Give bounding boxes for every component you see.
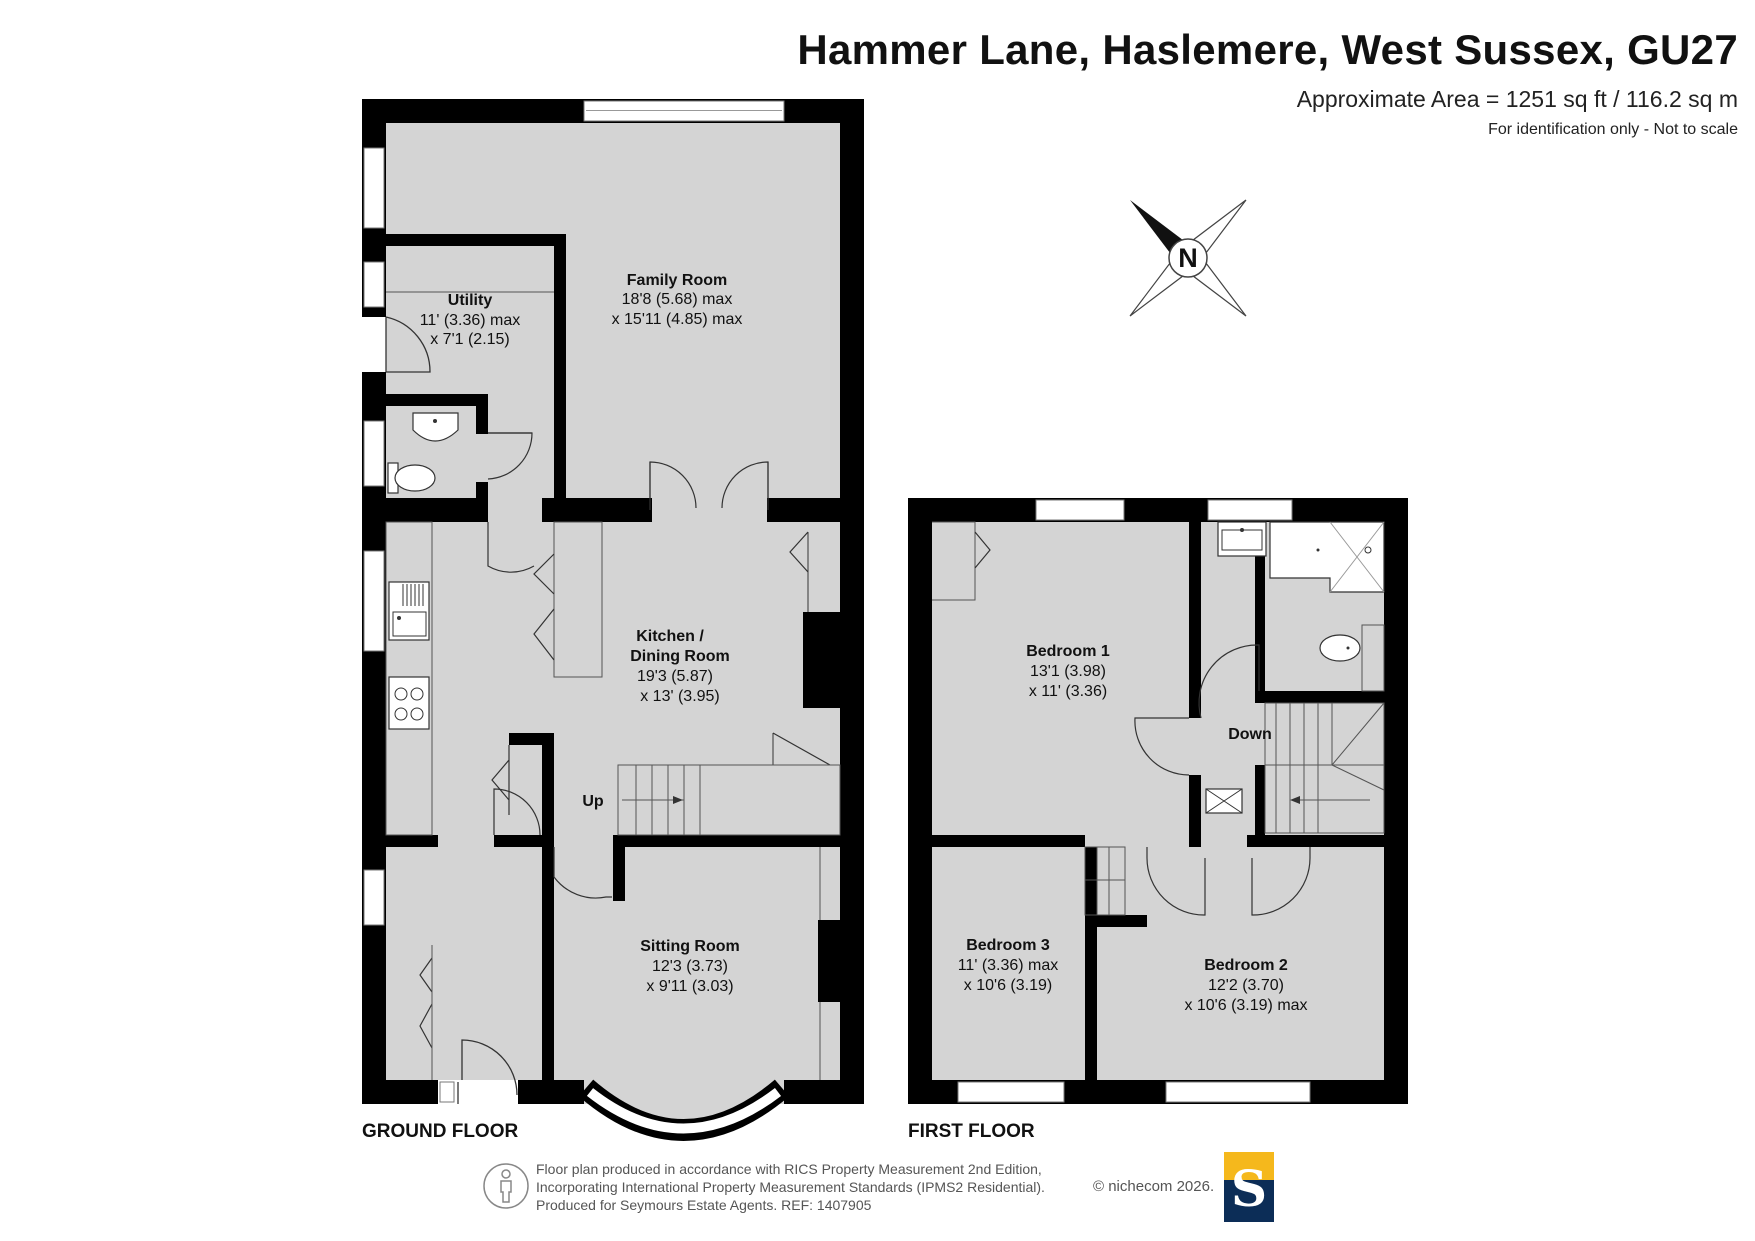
ground-floor-label: GROUND FLOOR <box>362 1121 518 1142</box>
window <box>363 869 385 926</box>
first-outer-walls <box>908 498 1408 1104</box>
window <box>363 420 385 487</box>
property-address-title: Hammer Lane, Haslemere, West Sussex, GU2… <box>797 26 1738 73</box>
window <box>363 261 385 308</box>
logo-letter: S <box>1230 1159 1268 1218</box>
first-floor-plan: Bedroom 1 13'1 (3.98) x 11' (3.36) Bedro… <box>908 498 1408 1142</box>
room-dim-bedroom-3-2: x 10'6 (3.19) <box>964 977 1052 994</box>
compass-north-icon: N <box>1129 199 1247 317</box>
room-dim-kitchen-2: x 13' (3.95) <box>640 688 720 705</box>
room-dim-bedroom-1-1: 13'1 (3.98) <box>1030 663 1106 680</box>
room-dim-bedroom-1-2: x 11' (3.36) <box>1029 683 1107 700</box>
copyright-text: © nichecom 2026. <box>1093 1178 1215 1195</box>
room-name-family-room: Family Room <box>627 272 727 289</box>
room-name-sitting-room: Sitting Room <box>640 938 740 955</box>
room-dim-utility-1: 11' (3.36) max <box>420 312 521 329</box>
window <box>363 550 385 652</box>
room-dim-family-room-2: x 15'11 (4.85) max <box>612 311 743 328</box>
approximate-area: Approximate Area = 1251 sq ft / 116.2 sq… <box>1296 86 1738 112</box>
room-dim-sitting-room-1: 12'3 (3.73) <box>652 958 728 975</box>
window <box>1207 499 1293 521</box>
room-name-bedroom-2: Bedroom 2 <box>1204 957 1288 974</box>
basin-icon <box>412 412 459 442</box>
first-internal-walls <box>908 522 1408 1080</box>
ground-floor-plan: Family Room 18'8 (5.68) max x 15'11 (4.8… <box>362 99 864 1142</box>
stairs-down-label: Down <box>1228 726 1272 743</box>
window <box>1035 499 1125 521</box>
room-dim-sitting-room-2: x 9'11 (3.03) <box>646 978 733 995</box>
footer-line-1: Floor plan produced in accordance with R… <box>536 1161 1042 1177</box>
hob-icon <box>388 676 430 730</box>
room-name-dining: Dining Room <box>630 648 730 665</box>
first-floor-label: FIRST FLOOR <box>908 1121 1035 1142</box>
window <box>363 147 385 229</box>
utility-door-gap <box>362 317 386 372</box>
ipms-person-icon <box>483 1163 529 1209</box>
room-dim-kitchen-1: 19'3 (5.87) <box>637 668 713 685</box>
room-dim-bedroom-2-1: 12'2 (3.70) <box>1208 977 1284 994</box>
room-dim-utility-2: x 7'1 (2.15) <box>430 331 510 348</box>
kitchen-island <box>553 521 603 678</box>
footer-line-2: Incorporating International Property Mea… <box>536 1179 1045 1195</box>
compass-label: N <box>1178 243 1198 273</box>
footer-line-3: Produced for Seymours Estate Agents. REF… <box>536 1197 872 1213</box>
staircase-down <box>1264 702 1385 834</box>
window <box>1165 1081 1311 1103</box>
room-name-kitchen: Kitchen / <box>636 628 704 645</box>
room-dim-bedroom-3-1: 11' (3.36) max <box>958 957 1059 974</box>
ground-internal-walls <box>362 234 864 1103</box>
footer-disclaimer: Floor plan produced in accordance with R… <box>536 1160 1045 1214</box>
seymours-logo: S <box>1224 1152 1274 1222</box>
room-name-bedroom-3: Bedroom 3 <box>966 937 1050 954</box>
room-name-bedroom-1: Bedroom 1 <box>1026 643 1110 660</box>
stairs-up-label: Up <box>582 793 604 810</box>
ground-floor-area <box>362 99 864 1104</box>
window <box>957 1081 1065 1103</box>
identification-note: For identification only - Not to scale <box>1488 121 1738 138</box>
room-dim-bedroom-2-2: x 10'6 (3.19) max <box>1184 997 1307 1014</box>
toilet-icon <box>1319 634 1361 662</box>
first-floor-area <box>908 498 1408 1104</box>
room-dim-family-room-1: 18'8 (5.68) max <box>622 291 733 308</box>
room-name-utility: Utility <box>448 292 493 309</box>
